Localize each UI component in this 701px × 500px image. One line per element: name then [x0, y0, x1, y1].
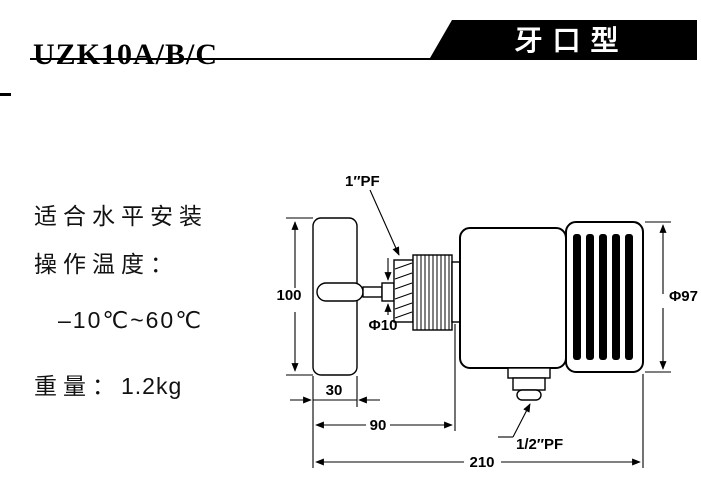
top-thread-callout: 1″PF	[345, 173, 400, 256]
spec-install: 适合水平安装	[34, 203, 208, 229]
dim-cap-diameter-label: Φ97	[669, 288, 698, 305]
dim-length-210-label: 210	[469, 454, 494, 471]
housing-body-shape	[459, 227, 567, 369]
shaft-shape	[362, 286, 383, 298]
technical-drawing: 100 30 90 210	[276, 173, 698, 471]
header-rule	[30, 58, 697, 60]
spec-weight: 重量：1.2kg	[34, 367, 182, 401]
hub-rod-shape	[316, 282, 364, 302]
dim-paddle-height-label: 100	[276, 287, 301, 304]
dim-paddle-width-label: 30	[326, 382, 343, 399]
bottom-thread-label: 1/2″PF	[516, 436, 563, 453]
model-title: UZK10A/B/C	[33, 38, 219, 72]
ribbed-cap-shape	[565, 221, 644, 373]
dim-paddle-width: 30	[290, 376, 380, 468]
dim-shaft-diameter: Φ10	[369, 258, 398, 334]
dim-length-210: 210	[315, 374, 644, 471]
dim-length-90-label: 90	[370, 417, 387, 434]
type-badge: 牙口型	[430, 20, 697, 58]
bottom-vent-shape	[507, 367, 551, 401]
dim-shaft-diameter-label: Φ10	[369, 317, 398, 334]
type-badge-label: 牙口型	[514, 25, 629, 56]
margin-tick	[0, 93, 11, 96]
spec-temperature-label: 操作温度：	[34, 251, 179, 277]
dim-paddle-height: 100	[276, 217, 313, 376]
thread-section-shape	[393, 259, 414, 323]
spec-weight-value: 1.2kg	[121, 373, 183, 399]
bottom-thread-callout: 1/2″PF	[498, 403, 563, 453]
spec-temperature-value: –10℃~60℃	[58, 307, 204, 333]
shaft-dia10-shape	[381, 282, 395, 302]
top-thread-label: 1″PF	[345, 173, 380, 190]
dim-cap-diameter: Φ97	[645, 221, 698, 373]
dim-length-90: 90	[315, 324, 456, 434]
spec-weight-label: 重量：	[34, 373, 121, 399]
knurled-nut-shape	[412, 254, 453, 331]
